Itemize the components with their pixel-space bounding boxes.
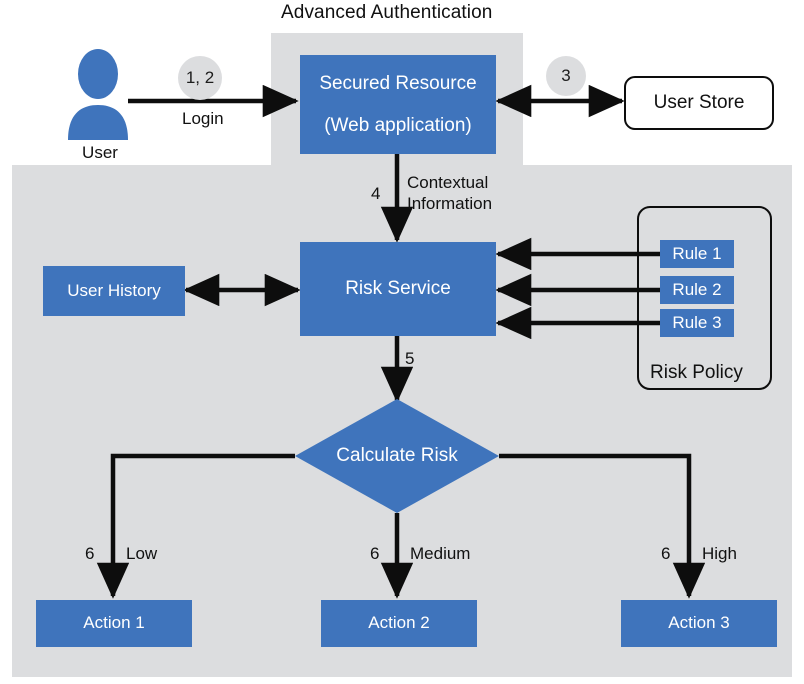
step-label-action-1: 6 xyxy=(85,544,95,563)
calculate-risk-node[interactable]: Calculate Risk xyxy=(295,399,499,513)
page-title: Advanced Authentication xyxy=(281,2,493,23)
user-label: User xyxy=(82,143,118,162)
contextual-line1: Contextual xyxy=(407,173,489,192)
rule-box-1[interactable]: Rule 1 xyxy=(660,240,734,268)
risk-level-high: High xyxy=(702,544,737,563)
user-history-label: User History xyxy=(67,280,161,300)
risk-level-medium: Medium xyxy=(410,544,471,563)
rule-box-2[interactable]: Rule 2 xyxy=(660,276,734,304)
action-label-2: Action 2 xyxy=(368,613,430,633)
contextual-information-label: Contextual Information xyxy=(407,172,492,215)
login-label: Login xyxy=(182,109,224,128)
secured-resource-title: Secured Resource xyxy=(319,72,477,94)
action-box-3[interactable]: Action 3 xyxy=(621,600,777,647)
step-badge-login: 1, 2 xyxy=(178,56,222,100)
user-store-label: User Store xyxy=(653,92,745,113)
risk-level-low: Low xyxy=(126,544,158,563)
action-box-2[interactable]: Action 2 xyxy=(321,600,477,647)
user-store-box[interactable]: User Store xyxy=(624,76,774,130)
secured-resource-subtitle: (Web application) xyxy=(324,114,472,136)
rule-label-3: Rule 3 xyxy=(672,312,722,332)
calculate-risk-label: Calculate Risk xyxy=(336,445,458,466)
diamond-shape xyxy=(295,399,499,513)
action-label-1: Action 1 xyxy=(83,613,145,633)
user-history-box[interactable]: User History xyxy=(43,266,185,316)
risk-service-box[interactable]: Risk Service xyxy=(300,242,496,336)
rule-label-1: Rule 1 xyxy=(672,243,722,263)
risk-service-label: Risk Service xyxy=(345,278,451,300)
step-badge-user-store: 3 xyxy=(546,56,586,96)
rule-box-3[interactable]: Rule 3 xyxy=(660,309,734,337)
secured-resource-box[interactable]: Secured Resource (Web application) xyxy=(300,55,496,154)
action-label-3: Action 3 xyxy=(668,613,730,633)
contextual-line2: Information xyxy=(407,194,493,214)
rule-label-2: Rule 2 xyxy=(672,279,722,299)
risk-policy-container[interactable] xyxy=(637,206,772,390)
step-label-calculate: 5 xyxy=(405,349,415,368)
risk-policy-label: Risk Policy xyxy=(650,362,743,383)
action-box-1[interactable]: Action 1 xyxy=(36,600,192,647)
user-avatar-icon xyxy=(68,49,128,140)
step-label-action-2: 6 xyxy=(370,544,380,563)
step-label-action-3: 6 xyxy=(661,544,671,563)
step-label-contextual: 4 xyxy=(371,184,381,203)
user-node[interactable] xyxy=(62,48,134,148)
